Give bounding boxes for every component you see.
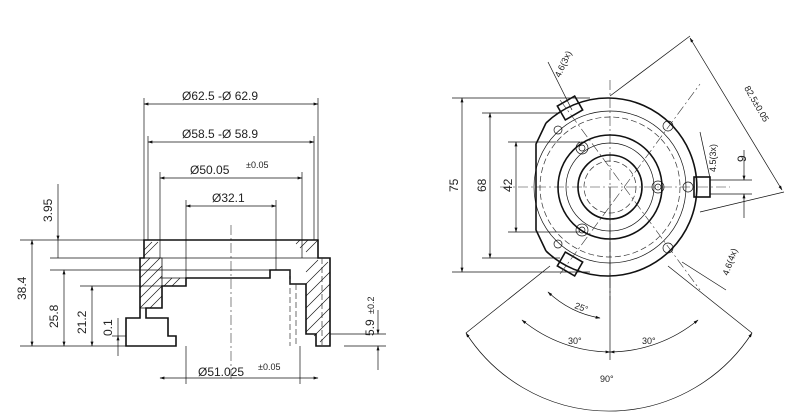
arc-90 <box>465 332 753 412</box>
leader-hole-a <box>547 61 573 111</box>
dim-step-tol: ±0.2 <box>366 297 376 314</box>
dim-bore3: Ø51.025 <box>198 365 244 379</box>
plan-diag-1 <box>559 99 701 291</box>
dim-ang30a: 30° <box>568 336 582 346</box>
dim-42: 42 <box>501 178 515 192</box>
section-view: Ø62.5 -Ø 62.9 Ø58.5 -Ø 58.9 Ø50.05 ±0.05… <box>15 89 386 384</box>
plan-left-flat <box>535 122 547 252</box>
dim-diag: 82.5±0.05 <box>742 84 771 124</box>
dim-hole-b: 4.5(3x) <box>708 144 718 172</box>
ext-diag-1 <box>609 35 691 97</box>
dim-9: 9 <box>735 155 749 162</box>
ext-diag-2 <box>699 191 785 213</box>
dim-h4: 21.2 <box>75 310 89 334</box>
dim-h1: 3.95 <box>41 198 55 222</box>
dim-h2: 38.4 <box>15 276 29 300</box>
dim-od2: Ø58.5 -Ø 58.9 <box>182 127 258 141</box>
dim-ang30b: 30° <box>642 336 656 346</box>
plan-tab-bottom <box>556 250 584 278</box>
dim-hole-c: 4.6(4x) <box>720 247 739 277</box>
section-hatch-left <box>139 241 181 309</box>
ext-arc-90-right <box>667 265 753 334</box>
dim-ang25: 25° <box>573 300 590 314</box>
dim-hole-a: 4.6(3x) <box>553 49 574 79</box>
dim-step: 5.9 <box>363 319 377 336</box>
section-hatch-right <box>295 239 331 343</box>
plan-view: 75 68 42 4.6(3x) 4.5(3x) 4.6(4x) 9 82.5±… <box>447 35 785 412</box>
dim-bore3-tol: ±0.05 <box>258 362 280 372</box>
section-outline <box>125 239 331 347</box>
dim-bore2: Ø32.1 <box>212 191 245 205</box>
arc-30a <box>521 319 611 354</box>
leader-hole-c <box>681 261 727 291</box>
plan-diag-2 <box>559 83 701 275</box>
dim-ang90: 90° <box>600 374 614 384</box>
dim-bore1-tol: ±0.05 <box>246 160 268 170</box>
plan-holes <box>553 120 694 254</box>
dim-75: 75 <box>447 178 461 192</box>
dim-h5: 0.1 <box>101 319 115 336</box>
dim-od1: Ø62.5 -Ø 62.9 <box>182 89 258 103</box>
dim-bore1: Ø50.05 <box>190 163 230 177</box>
dim-line-diag <box>689 37 783 191</box>
dim-h3: 25.8 <box>47 304 61 328</box>
arc-25 <box>547 291 601 319</box>
plan-tab-top <box>556 94 584 122</box>
arc-30b <box>609 319 699 354</box>
ext-arc-90-left <box>465 265 551 334</box>
dim-68: 68 <box>475 178 489 192</box>
